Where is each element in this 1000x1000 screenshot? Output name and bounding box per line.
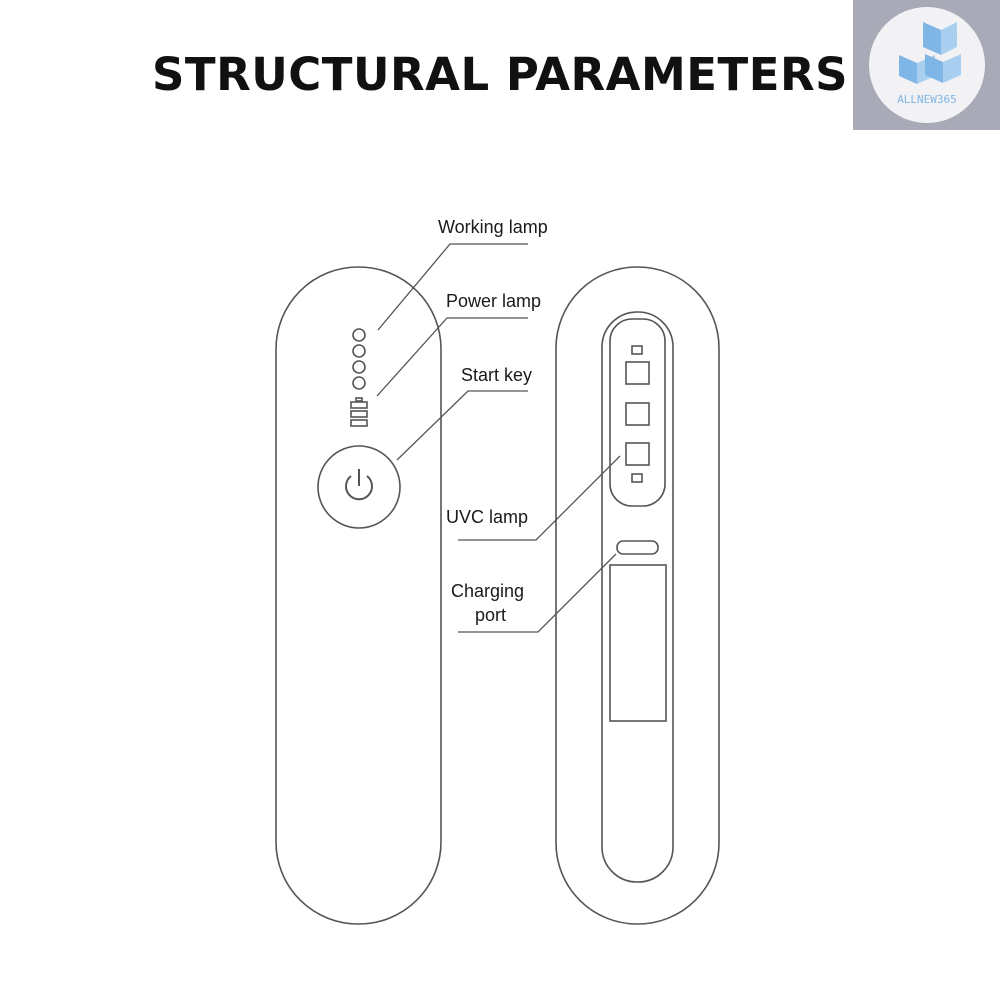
label-uvc-lamp: UVC lamp [446,507,528,527]
uvc-small-bottom [631,473,643,483]
battery-icon [350,397,368,427]
label-charging-port-line1: Charging [451,581,524,601]
power-icon [345,469,373,501]
uvc-small-top [631,345,643,355]
cube-logo-icon [899,22,961,84]
leader-lines [376,243,621,633]
label-charging-port-line2: port [475,605,506,625]
power-lamp-leader [376,317,528,397]
watermark-text: ALLNEW365 [897,93,957,106]
label-power-lamp: Power lamp [446,291,541,311]
charging-port-leader [458,553,617,633]
uvc-lamp-1 [625,361,650,385]
page-title: STRUCTURAL PARAMETERS [151,48,849,101]
power-level-light-3 [352,376,366,390]
start-key-button [317,445,401,529]
device-front-view [275,266,442,925]
working-lamp-indicator [352,328,366,342]
label-working-lamp: Working lamp [438,217,548,237]
power-level-light-2 [352,360,366,374]
label-start-key: Start key [461,365,532,385]
watermark-logo: ALLNEW365 [853,0,1000,130]
working-lamp-leader [377,243,528,331]
uvc-lamp-leader [458,455,621,541]
device-front-body [275,266,442,925]
start-key-leader [396,390,528,461]
power-level-light-1 [352,344,366,358]
device-back-view [555,266,720,925]
charging-port [616,540,659,555]
back-inner-panel [601,311,674,883]
uvc-lamp-3 [625,442,650,466]
device-back-body [555,266,720,925]
uvc-lamp-panel [609,318,666,507]
uvc-lamp-2 [625,402,650,426]
back-window [609,564,667,722]
